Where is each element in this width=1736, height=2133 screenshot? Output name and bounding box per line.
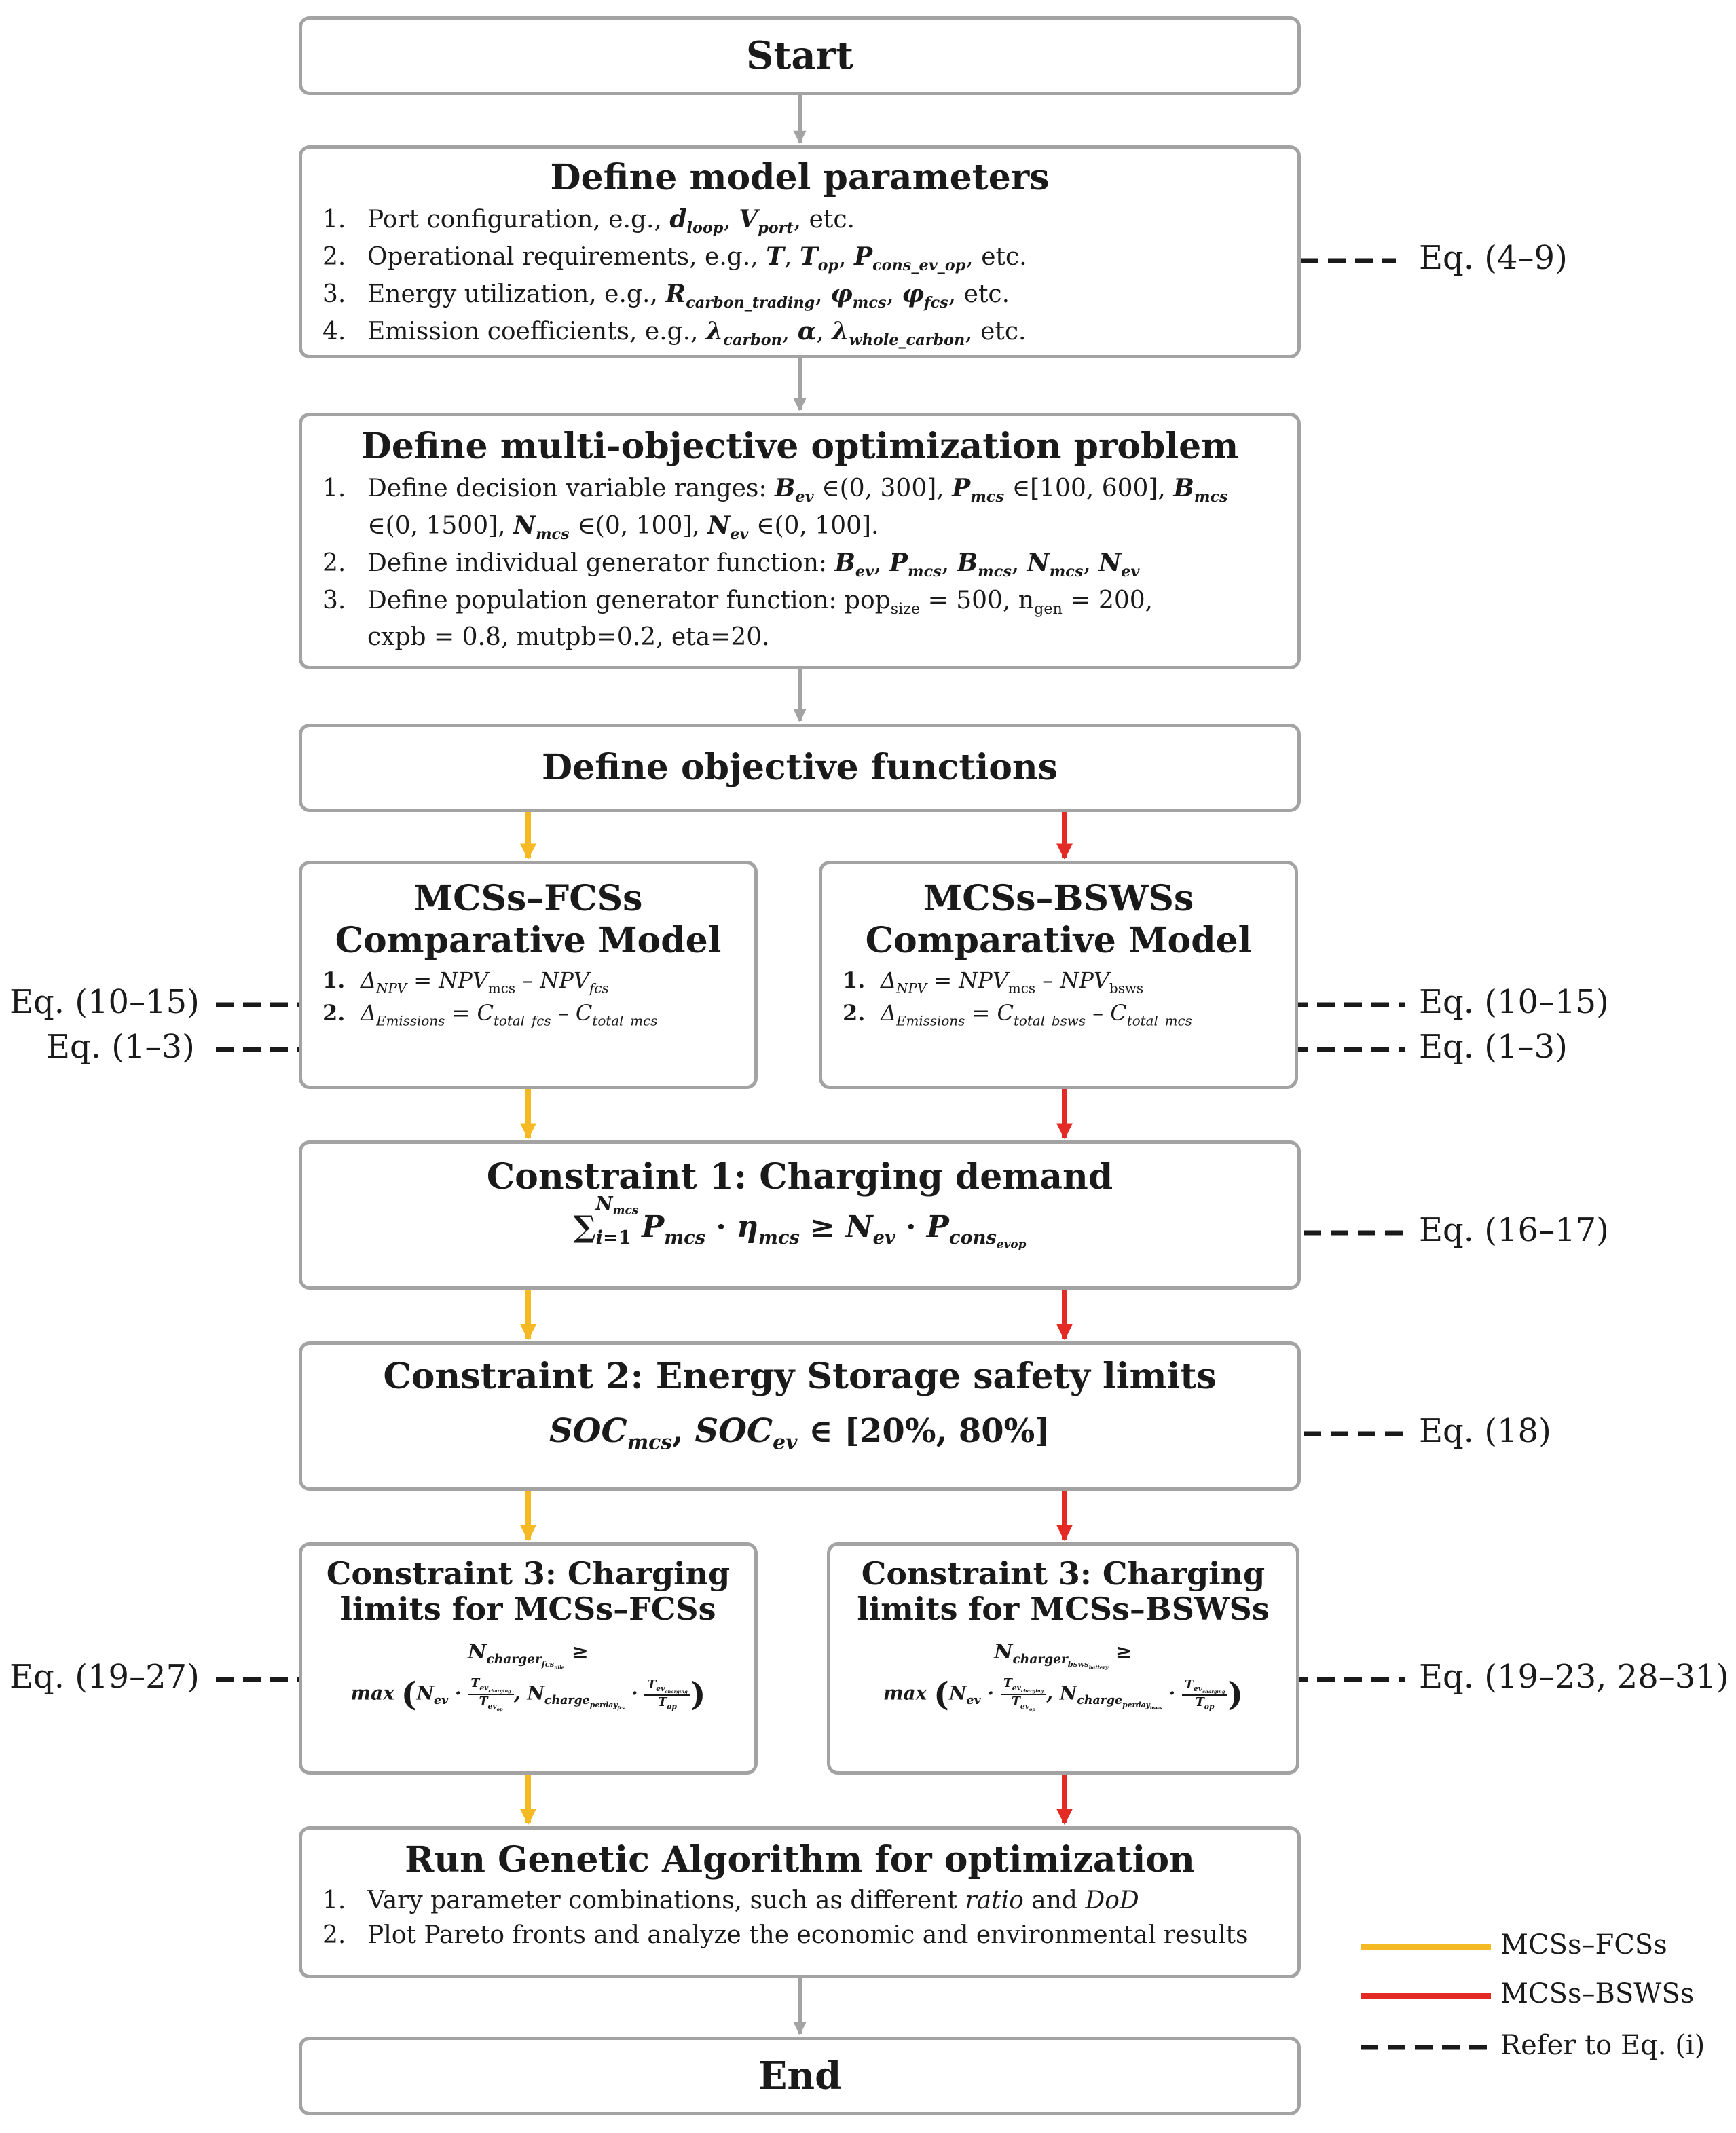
- constraint1-title: Constraint 1: Charging demand: [486, 1156, 1113, 1198]
- fcs-emission-item: 2.ΔEmissions = Ctotal_fcs – Ctotal_mcs: [322, 1000, 658, 1029]
- moo-item-2: 2.Define individual generator function: …: [322, 548, 1140, 580]
- param-item-3: 3.Energy utilization, e.g., Rcarbon_trad…: [322, 279, 1010, 312]
- ga-item-1: 1.Vary parameter combinations, such as d…: [322, 1887, 1139, 1914]
- constraint2-box: Constraint 2: Energy Storage safety limi…: [299, 1341, 1301, 1491]
- genetic-algorithm-list: 1.Vary parameter combinations, such as d…: [302, 1883, 1297, 1952]
- bsws-model-title-1: MCSs–BSWSs: [923, 878, 1194, 919]
- legend-ref-label: Refer to Eq. (i): [1500, 2030, 1705, 2061]
- fcs-model-list: 1.ΔNPV = NPVmcs – NPVfcs 2.ΔEmissions = …: [302, 965, 754, 1031]
- moo-problem-list: 1.Define decision variable ranges: Bev ∈…: [302, 471, 1297, 655]
- moo-problem-box: Define multi-objective optimization prob…: [299, 413, 1301, 669]
- constraint3-bsws-box: Constraint 3: Charging limits for MCSs–B…: [827, 1542, 1299, 1775]
- genetic-algorithm-box: Run Genetic Algorithm for optimization 1…: [299, 1826, 1301, 1978]
- fcs-model-title-2: Comparative Model: [335, 920, 722, 962]
- end-label: End: [758, 2054, 842, 2098]
- bsws-npv-eq-ref: Eq. (10–15): [1419, 983, 1609, 1021]
- constraint3-fcs-box: Constraint 3: Charging limits for MCSs–F…: [299, 1542, 758, 1775]
- constraint3-fcs-title-2: limits for MCSs–FCSs: [340, 1590, 716, 1627]
- fcs-npv-eq-ref: Eq. (10–15): [10, 983, 200, 1021]
- fcs-emis-eq-ref: Eq. (1–3): [46, 1028, 195, 1066]
- param-item-4: 4.Emission coefficients, e.g., λcarbon, …: [322, 316, 1027, 349]
- constraint2-formula: SOCmcs, SOCev ∈ [20%, 80%]: [549, 1412, 1050, 1455]
- start-box: Start: [299, 16, 1301, 95]
- constraint2-eq-ref: Eq. (18): [1419, 1412, 1551, 1450]
- model-parameters-title: Define model parameters: [550, 157, 1050, 198]
- bsws-model-box: MCSs–BSWSs Comparative Model 1.ΔNPV = NP…: [819, 861, 1298, 1089]
- constraint3-fcs-formula: Nchargerfcsnile ≥: [468, 1640, 589, 1671]
- fcs-npv-item: 1.ΔNPV = NPVmcs – NPVfcs: [322, 967, 609, 997]
- objective-functions-box: Define objective functions: [299, 724, 1301, 812]
- constraint3-bsws-formula: Nchargerbswsbattery ≥: [994, 1640, 1132, 1671]
- params-eq-ref: Eq. (4–9): [1419, 239, 1568, 277]
- constraint2-title: Constraint 2: Energy Storage safety limi…: [383, 1356, 1217, 1397]
- bsws-emis-eq-ref: Eq. (1–3): [1419, 1028, 1568, 1066]
- moo-item-3: 3.Define population generator function: …: [322, 586, 1153, 652]
- moo-item-1: 1.Define decision variable ranges: Bev ∈…: [322, 474, 1228, 544]
- constraint3-fcs-eq-ref: Eq. (19–27): [10, 1658, 200, 1696]
- moo-problem-title: Define multi-objective optimization prob…: [361, 426, 1239, 467]
- end-box: End: [299, 2037, 1301, 2115]
- legend-bsws-label: MCSs–BSWSs: [1500, 1978, 1695, 2009]
- constraint3-bsws-title-1: Constraint 3: Charging: [861, 1555, 1266, 1592]
- bsws-model-title-2: Comparative Model: [865, 920, 1252, 962]
- param-item-1: 1.Port configuration, e.g., dloop, Vport…: [322, 205, 855, 238]
- constraint3-fcs-title-1: Constraint 3: Charging: [326, 1555, 731, 1592]
- fcs-model-box: MCSs–FCSs Comparative Model 1.ΔNPV = NPV…: [299, 861, 758, 1089]
- bsws-emission-item: 2.ΔEmissions = Ctotal_bsws – Ctotal_mcs: [843, 1000, 1192, 1029]
- bsws-model-list: 1.ΔNPV = NPVmcs – NPVbsws 2.ΔEmissions =…: [822, 965, 1295, 1031]
- bsws-npv-item: 1.ΔNPV = NPVmcs – NPVbsws: [843, 967, 1144, 997]
- param-item-2: 2.Operational requirements, e.g., T, Top…: [322, 242, 1027, 275]
- model-parameters-list: 1.Port configuration, e.g., dloop, Vport…: [302, 202, 1297, 351]
- start-label: Start: [746, 33, 853, 78]
- legend-fcs-label: MCSs–FCSs: [1500, 1929, 1667, 1961]
- constraint3-bsws-title-2: limits for MCSs–BSWSs: [857, 1590, 1270, 1627]
- model-parameters-box: Define model parameters 1.Port configura…: [299, 145, 1301, 358]
- fcs-model-title-1: MCSs–FCSs: [413, 878, 643, 919]
- constraint3-bsws-eq-ref: Eq. (19–23, 28–31): [1419, 1658, 1729, 1696]
- ga-item-2: 2.Plot Pareto fronts and analyze the eco…: [322, 1921, 1249, 1950]
- genetic-algorithm-title: Run Genetic Algorithm for optimization: [405, 1839, 1195, 1880]
- objective-functions-title: Define objective functions: [542, 747, 1058, 788]
- constraint1-eq-ref: Eq. (16–17): [1419, 1211, 1609, 1249]
